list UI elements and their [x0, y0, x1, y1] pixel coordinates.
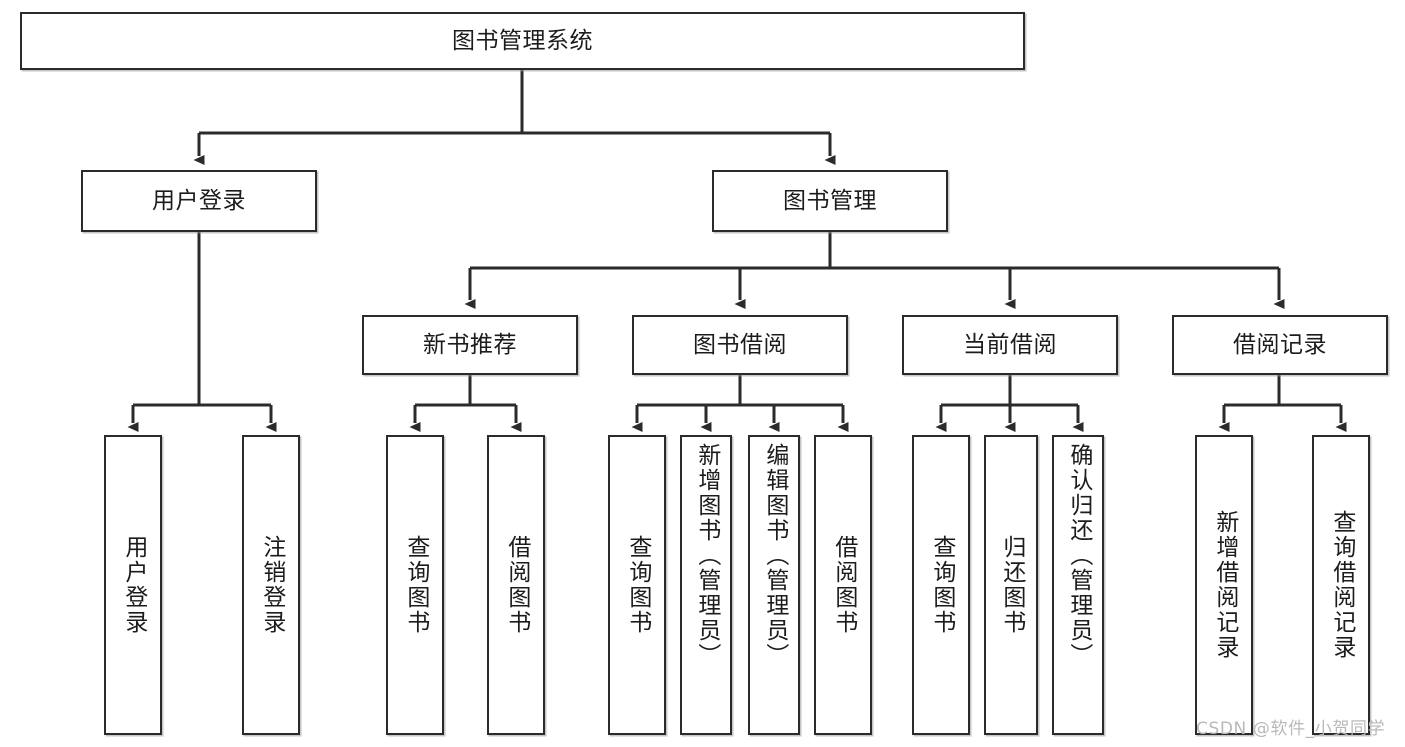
leaf-bb-edit-book-label: 编辑图书（管理员） — [761, 443, 788, 668]
leaf-bb-borrow-book[interactable]: 借阅图书 — [814, 435, 872, 735]
node-borrow-record-label: 借阅记录 — [1233, 331, 1327, 358]
leaf-user-login-label: 用户登录 — [120, 535, 147, 635]
leaf-bb-add-book-label: 新增图书（管理员） — [693, 443, 720, 668]
node-book-borrow-label: 图书借阅 — [693, 331, 787, 358]
node-root-system[interactable]: 图书管理系统 — [20, 12, 1025, 70]
node-new-book-recommend[interactable]: 新书推荐 — [362, 315, 578, 375]
node-current-borrow[interactable]: 当前借阅 — [902, 315, 1118, 375]
leaf-cb-return-book[interactable]: 归还图书 — [984, 435, 1038, 735]
node-user-login[interactable]: 用户登录 — [81, 170, 317, 232]
leaf-bb-query-book-label: 查询图书 — [624, 535, 651, 635]
node-current-borrow-label: 当前借阅 — [963, 331, 1057, 358]
leaf-bb-add-book[interactable]: 新增图书（管理员） — [680, 435, 732, 735]
leaf-cb-confirm-return-label: 确认归还（管理员） — [1065, 443, 1092, 668]
leaf-logout[interactable]: 注销登录 — [242, 435, 300, 735]
node-book-borrow[interactable]: 图书借阅 — [632, 315, 848, 375]
leaf-cb-query-book-label: 查询图书 — [928, 535, 955, 635]
leaf-nb-borrow-book-label: 借阅图书 — [503, 535, 530, 635]
leaf-nb-query-book[interactable]: 查询图书 — [386, 435, 444, 735]
leaf-cb-query-book[interactable]: 查询图书 — [912, 435, 970, 735]
node-user-login-label: 用户登录 — [152, 187, 246, 214]
node-book-management[interactable]: 图书管理 — [712, 170, 948, 232]
leaf-bb-borrow-book-label: 借阅图书 — [830, 535, 857, 635]
leaf-cb-confirm-return[interactable]: 确认归还（管理员） — [1052, 435, 1104, 735]
leaf-logout-label: 注销登录 — [258, 535, 285, 635]
node-root-system-label: 图书管理系统 — [452, 27, 593, 54]
leaf-nb-borrow-book[interactable]: 借阅图书 — [487, 435, 545, 735]
leaf-user-login[interactable]: 用户登录 — [104, 435, 162, 735]
leaf-br-query-record[interactable]: 查询借阅记录 — [1312, 435, 1370, 735]
leaf-br-query-record-label: 查询借阅记录 — [1328, 510, 1355, 660]
leaf-br-add-record-label: 新增借阅记录 — [1211, 510, 1238, 660]
node-book-management-label: 图书管理 — [783, 187, 877, 214]
node-borrow-record[interactable]: 借阅记录 — [1172, 315, 1388, 375]
leaf-cb-return-book-label: 归还图书 — [998, 535, 1025, 635]
leaf-bb-edit-book[interactable]: 编辑图书（管理员） — [748, 435, 800, 735]
csdn-watermark: CSDN @软件_小贺同学 — [1196, 719, 1386, 739]
leaf-bb-query-book[interactable]: 查询图书 — [608, 435, 666, 735]
node-new-book-recommend-label: 新书推荐 — [423, 331, 517, 358]
leaf-nb-query-book-label: 查询图书 — [402, 535, 429, 635]
leaf-br-add-record[interactable]: 新增借阅记录 — [1195, 435, 1253, 735]
